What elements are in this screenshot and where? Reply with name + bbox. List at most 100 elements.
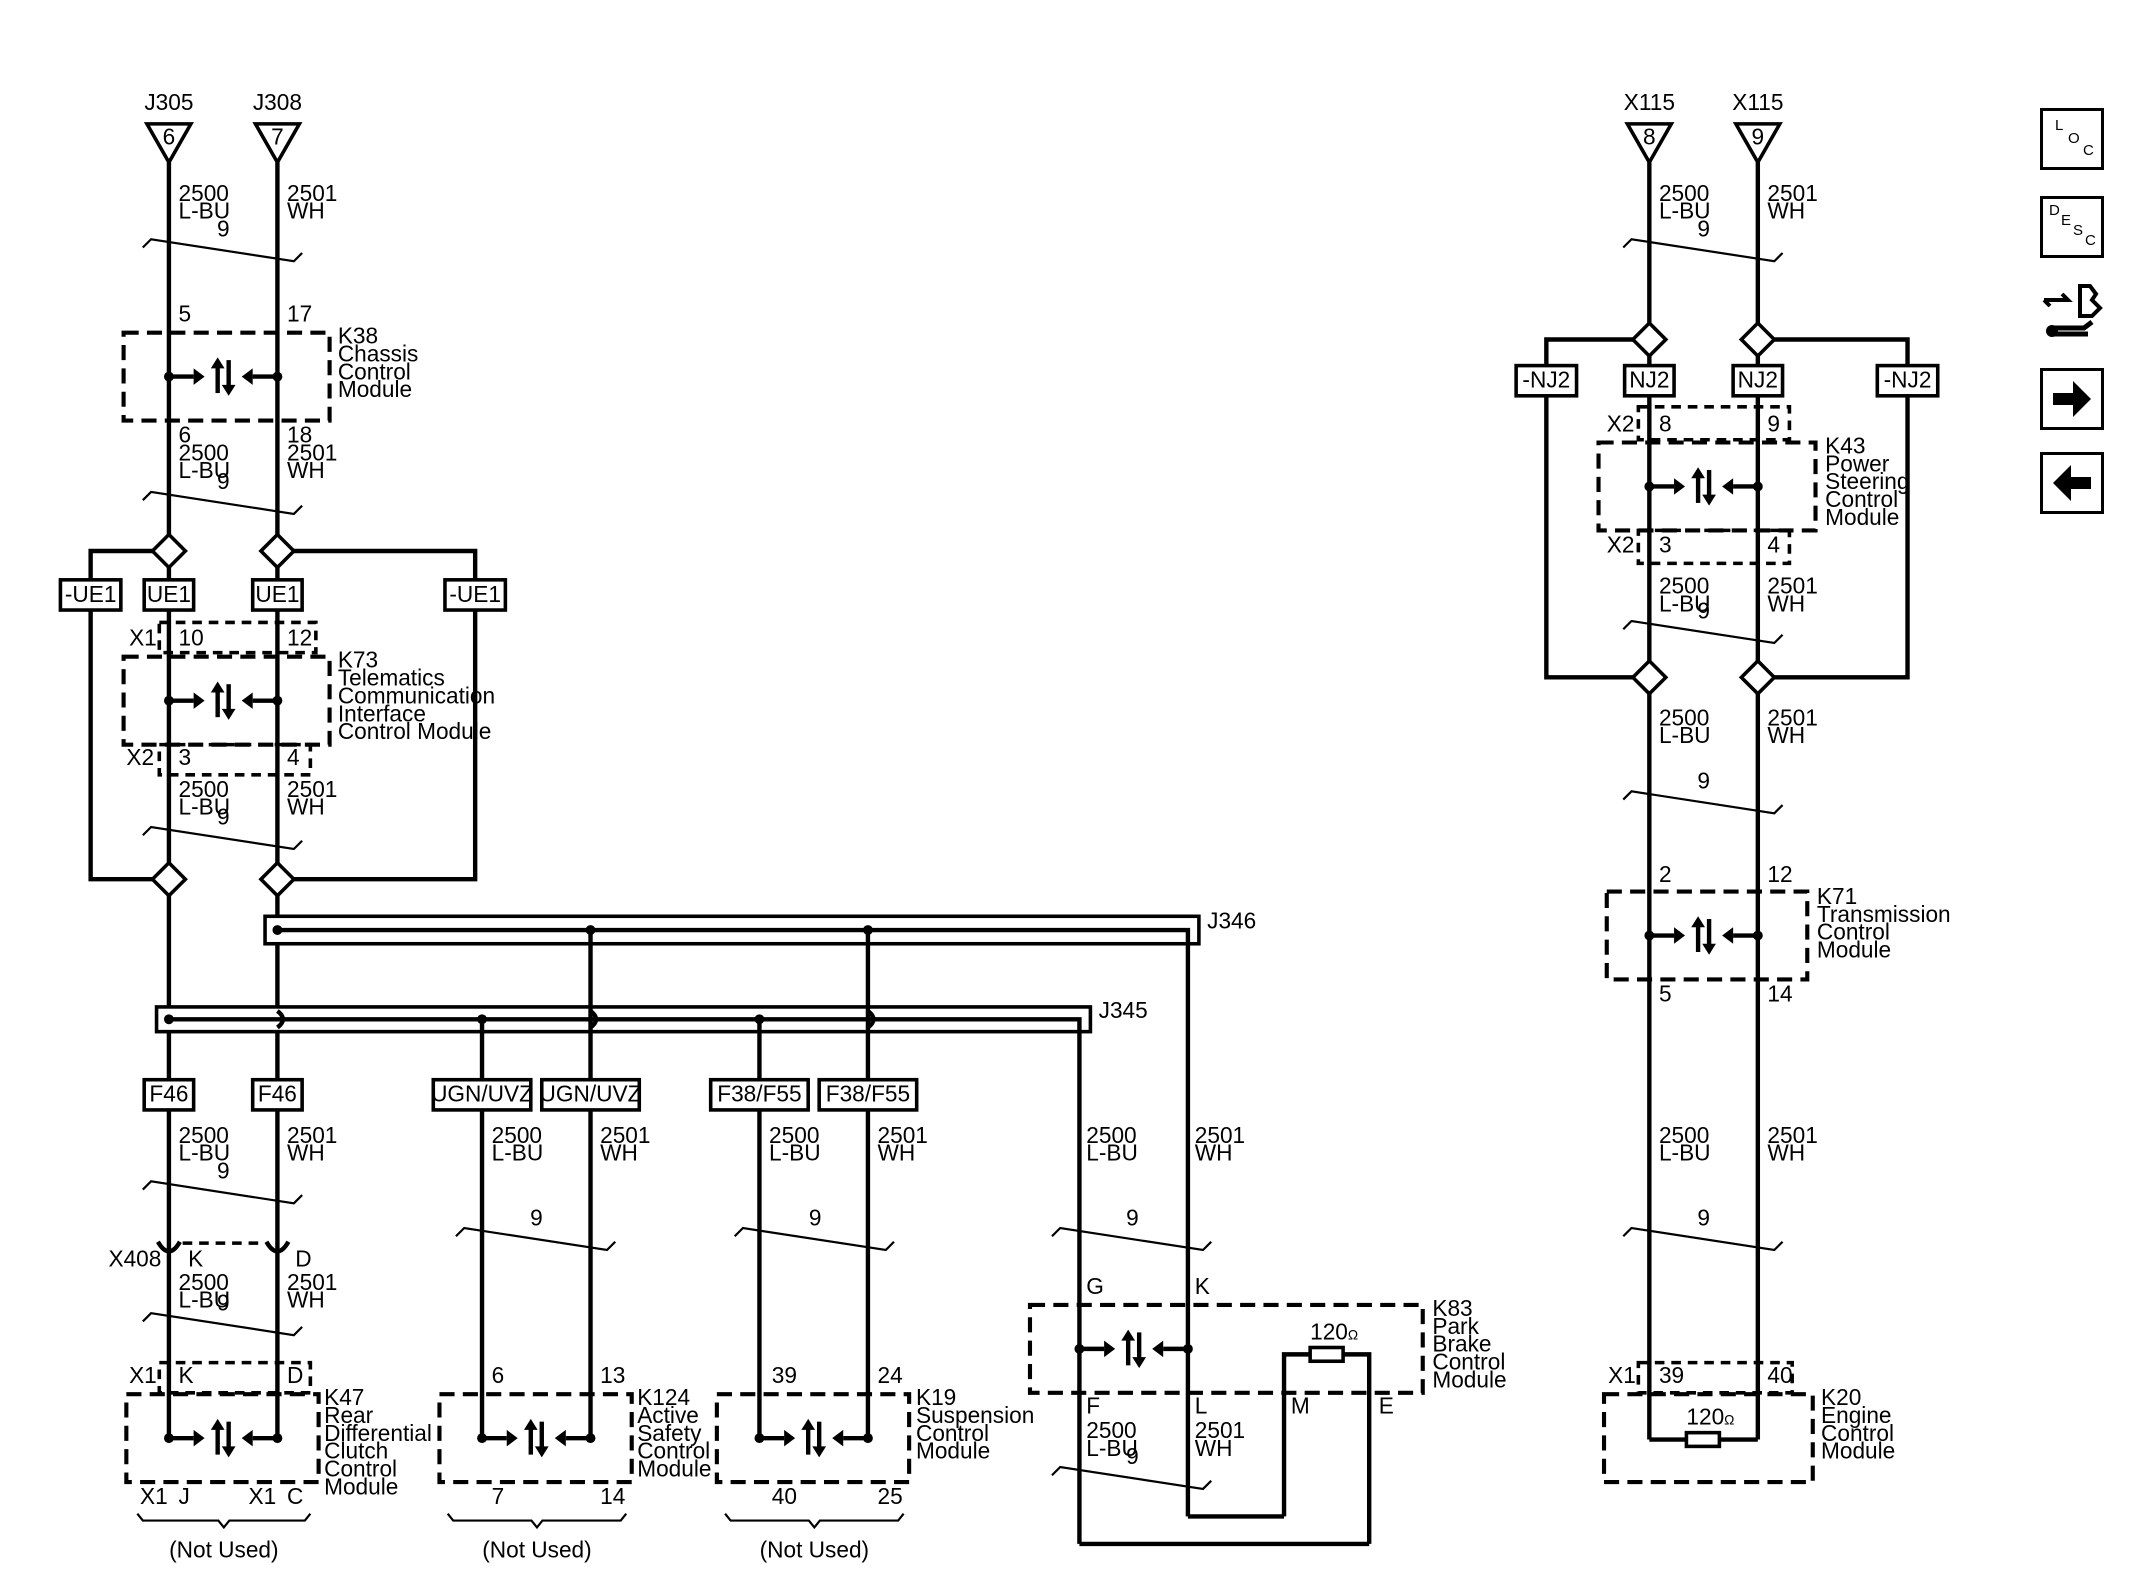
circuit-number: 2501 [287,439,337,465]
connector-pin: 8 [1643,123,1656,149]
twisted-pair-symbol [1051,1465,1213,1491]
circuit-number: 2500 [179,1269,229,1295]
option-label: F46 [258,1081,297,1107]
next-page-button[interactable] [2040,368,2104,430]
previous-page-button[interactable] [2040,452,2104,514]
inline-connector [156,1240,182,1254]
twisted-pair-label: 9 [1697,1204,1710,1230]
connector-name: X2 [1607,411,1635,437]
circuit-number: 2501 [1767,573,1817,599]
junction-dot [1182,1343,1193,1354]
option-splice-diamond [149,860,188,899]
pin-number: 17 [287,301,312,327]
transceiver-arrow-head [812,1446,827,1458]
option-label: -NJ2 [1884,367,1932,393]
wire [168,1017,1082,1544]
pin-number: K [188,1245,203,1271]
module-name: Control [637,1438,710,1464]
pin-number: J [179,1483,190,1509]
resistor [1684,1430,1722,1449]
module-name: Control [1817,919,1890,945]
circuit-number: 2500 [1086,1122,1136,1148]
connector-name: X115 [1732,89,1783,115]
k47-module [124,1392,321,1485]
pin-number: X1 [140,1483,168,1509]
wire-crossover [866,1009,876,1030]
circuit-number: 2500 [1659,573,1709,599]
circuit-number: 2501 [1767,704,1817,730]
module-name: Module [1432,1366,1506,1392]
twisted-pair-symbol [1622,619,1784,645]
circuit-color: WH [287,1287,325,1313]
pin-number: 6 [179,421,192,447]
module-name: Power [1825,450,1890,476]
bus-arrow-head [193,692,205,709]
junction-dot [585,1433,596,1444]
module-id: K83 [1432,1295,1472,1321]
twisted-pair-label: 9 [809,1204,822,1230]
circuit-color: L-BU [179,457,231,483]
k19-module [714,1392,912,1485]
twisted-pair-label: 9 [217,803,230,829]
module-id: K43 [1825,432,1865,458]
k20-x1-connector [1636,1360,1794,1395]
circuit-color: WH [1767,590,1805,616]
k71-module [1604,889,1810,982]
twisted-pair-label: 9 [1697,597,1710,623]
twisted-pair-symbol [142,1312,303,1337]
connector-service-button[interactable] [2040,278,2104,340]
connector-triangle [1624,122,1675,166]
transceiver-arrow-head [1691,916,1705,928]
junction-dot [163,371,174,382]
circuit-number: 2500 [492,1122,542,1148]
module-name: Park [1432,1313,1479,1339]
circuit-number: 2500 [1086,1417,1136,1443]
loc-letter-c: C [2083,142,2094,159]
twisted-pair-symbol [1622,1226,1784,1252]
pin-number: K [179,1362,194,1388]
twisted-pair-label: 9 [1697,216,1710,242]
module-name: Module [1817,936,1891,962]
twisted-pair-symbol [1622,790,1784,815]
bus-arrow-head [784,1429,796,1447]
junction-dot [862,1433,873,1444]
k83-module [1027,1302,1425,1395]
circuit-color: L-BU [1659,198,1711,224]
option-label-box [58,578,123,612]
module-name: Suspension [916,1402,1034,1428]
module-name: Clutch [324,1438,388,1464]
twisted-pair-symbol [142,238,303,263]
circuit-number: 2501 [287,1122,337,1148]
twisted-pair-label: 9 [1697,768,1710,794]
connector-triangle [143,122,194,166]
previous-arrow-icon [2053,465,2091,501]
pin-number: D [287,1362,303,1388]
option-label-box [431,1077,533,1112]
bus-arrow-head [241,692,253,709]
module-name: Control [916,1420,989,1446]
connector-name: X408 [108,1245,161,1271]
module-name: Telematics [338,665,445,691]
circuit-color: L-BU [1659,590,1711,616]
connector-pin: 7 [271,123,284,149]
transceiver-arrow-head [221,1446,236,1458]
circuit-number: 2501 [1767,180,1817,206]
connector-service-icon [2042,284,2103,337]
k43-module [1596,440,1818,533]
wire-crossover [275,1009,286,1030]
option-label: -NJ2 [1522,367,1570,393]
junction-dot [1644,481,1655,492]
option-label-box [142,1077,196,1112]
twisted-pair-label: 9 [217,216,230,242]
twisted-pair-label: 9 [1126,1204,1139,1230]
not-used-brace [136,1512,312,1530]
junction-dot [1752,930,1763,941]
module-name: Engine [1821,1402,1892,1428]
description-button[interactable]: D E S C [2040,196,2104,258]
wire [1544,337,1633,366]
option-label: UE1 [147,581,191,607]
transceiver-arrow-head [210,1418,225,1430]
connector-name: X2 [126,744,154,770]
location-button[interactable]: L O C [2040,108,2104,170]
pin-number: 5 [179,301,192,327]
